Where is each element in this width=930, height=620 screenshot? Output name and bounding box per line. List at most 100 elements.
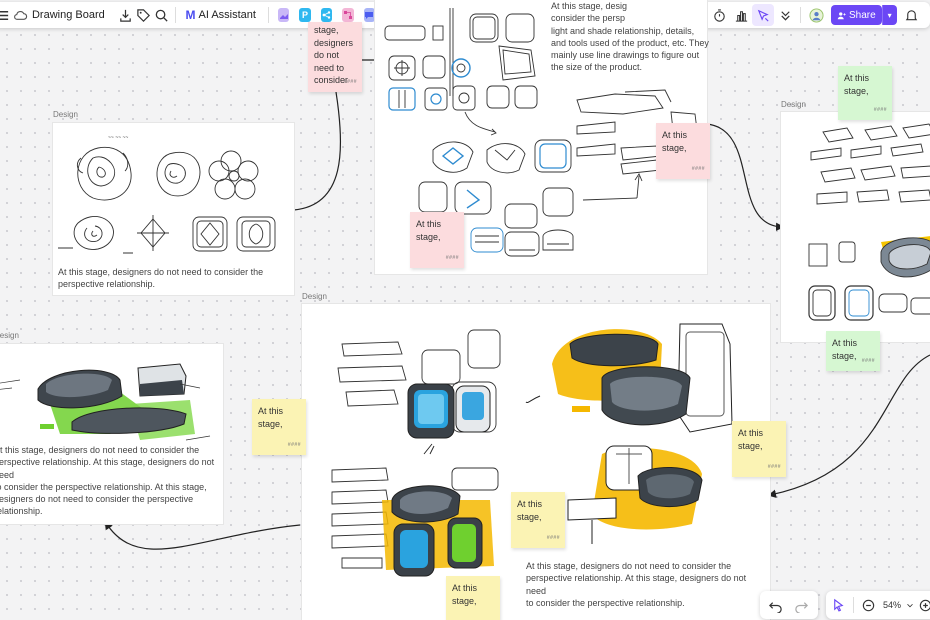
timer-icon[interactable]: [708, 4, 730, 26]
product-render-sketches: [808, 123, 930, 321]
sticky-line: At this: [416, 219, 442, 229]
redo-icon[interactable]: [790, 594, 812, 616]
sticky-footer: ####: [861, 357, 875, 364]
frame-label: Design: [781, 100, 806, 109]
sticky-footer: ####: [546, 534, 560, 541]
mindmap-app-icon[interactable]: [320, 8, 333, 22]
menu-icon[interactable]: [0, 4, 12, 26]
undo-icon[interactable]: [764, 594, 786, 616]
svg-text:~~ ~~ ~~: ~~ ~~ ~~: [108, 135, 128, 141]
frame-description: At this stage, designers do not need to …: [58, 267, 264, 290]
laser-pointer-icon[interactable]: [752, 4, 774, 26]
select-pointer-icon[interactable]: [828, 594, 849, 616]
sticky-line: stage,: [517, 511, 542, 522]
sticky-line: stage,: [258, 418, 283, 429]
sticky-line: At this: [738, 428, 764, 438]
ai-assistant-button[interactable]: M AI Assistant: [186, 8, 256, 22]
sticky-line: stage,: [314, 25, 339, 35]
ai-logo-icon: M: [185, 8, 196, 22]
text-line: and tools used of the product, etc. They: [551, 37, 709, 48]
chevron-down-icon[interactable]: [905, 594, 915, 616]
presentation-app-icon[interactable]: P: [299, 8, 311, 22]
text-line: At this stage, desig: [551, 1, 628, 11]
sticky-line: stage,: [738, 440, 763, 451]
more-chevrons-icon[interactable]: [774, 4, 796, 26]
text-line: light and shade relationship, details,: [551, 25, 695, 36]
toolbar-separator: [174, 7, 176, 23]
frame-label: Design: [0, 331, 19, 340]
text-line: At this stage, designers do not need to …: [0, 445, 200, 455]
text-line: the size of the product.: [551, 62, 643, 73]
sticky-note-green[interactable]: At this stage, ####: [826, 331, 880, 371]
download-icon[interactable]: [117, 4, 135, 26]
sticky-footer: ####: [873, 106, 887, 113]
zoom-out-icon[interactable]: [858, 594, 879, 616]
sticky-line: stage,: [832, 350, 857, 361]
flower-sketches: ~~ ~~ ~~: [58, 135, 276, 254]
sticky-note-pink[interactable]: At this stage, ####: [410, 212, 464, 268]
sticky-line: At this: [832, 338, 858, 348]
chat-app-icon[interactable]: [363, 8, 375, 22]
sticky-line: stage,: [844, 85, 869, 96]
sticky-footer: ####: [767, 463, 781, 470]
sticky-line: stage,: [416, 231, 441, 242]
share-label: Share: [849, 9, 876, 21]
design-frame-flowers[interactable]: ~~ ~~ ~~ At this stage, designers: [53, 123, 294, 295]
document-title[interactable]: Drawing Board: [31, 9, 105, 21]
main-toolbar: Drawing Board M AI Assistant P: [0, 2, 398, 28]
frame-label: Design: [53, 110, 78, 119]
frame-description-top: At this stage, desig consider the persp …: [551, 0, 711, 74]
sticky-note-pink[interactable]: At this stage, ####: [656, 123, 710, 179]
cloud-icon: [12, 4, 30, 26]
text-line: perspective relationship. At this stage,…: [526, 573, 747, 596]
frame-description-render: At this stage, designers do not need to …: [0, 444, 222, 518]
sticky-note-pink-top[interactable]: stage, designers do not need to consider…: [308, 22, 362, 92]
sticky-line: At this: [258, 406, 284, 416]
share-dropdown-icon[interactable]: ▾: [881, 5, 897, 25]
sticky-line: designers: [314, 37, 354, 48]
tag-icon[interactable]: [135, 4, 153, 26]
search-icon[interactable]: [153, 4, 171, 26]
text-line: to consider the perspective relationship…: [526, 597, 685, 608]
history-bar: [760, 591, 818, 619]
sticky-note-yellow[interactable]: At this stage, ####: [511, 492, 565, 548]
sticky-line: stage,: [662, 142, 687, 153]
sticky-note-yellow[interactable]: At this stage, ####: [252, 399, 306, 455]
connector-arrow: [706, 123, 785, 231]
sticky-note-yellow[interactable]: At this stage,: [446, 576, 500, 620]
design-frame-colored-renders[interactable]: At this stage, designers do not need to …: [302, 304, 770, 620]
text-line: designers do not need to consider the pe…: [0, 494, 194, 505]
product-line-sketches: [384, 8, 698, 257]
sticky-footer: ####: [691, 165, 705, 172]
zoom-level[interactable]: 54%: [882, 600, 901, 610]
design-frame-right[interactable]: [781, 112, 930, 342]
sticky-note-green[interactable]: At this stage, ####: [838, 66, 892, 120]
text-line: to consider the perspective relationship…: [0, 481, 207, 492]
sticky-footer: ####: [343, 78, 357, 85]
share-button[interactable]: Share: [831, 5, 882, 25]
sticky-line: do not: [314, 50, 340, 60]
design-frame-render[interactable]: At this stage, designers do not need to …: [0, 344, 223, 524]
text-line: consider the persp: [551, 13, 626, 24]
zoom-in-icon[interactable]: [915, 594, 930, 616]
zoom-bar: 54%: [826, 591, 930, 619]
vote-icon[interactable]: [730, 4, 752, 26]
avatar[interactable]: [805, 4, 827, 26]
image-app-icon[interactable]: [277, 8, 290, 22]
flowchart-app-icon[interactable]: [342, 8, 354, 22]
sticky-line: consider: [314, 75, 349, 85]
text-line: mainly use line drawings to figure out: [551, 50, 700, 61]
connector-arrow: [104, 520, 301, 550]
sticky-footer: ####: [445, 254, 459, 261]
share-user-icon: [837, 11, 846, 19]
sticky-line: stage,: [452, 595, 477, 606]
sticky-line: At this: [844, 73, 870, 83]
ai-assistant-label: AI Assistant: [198, 9, 256, 21]
device-render-sketch: [0, 363, 211, 441]
frame-label: Design: [302, 292, 327, 301]
notification-bell-icon[interactable]: [901, 4, 923, 26]
frame-description-center: At this stage, designers do not need to …: [526, 560, 766, 609]
text-line: relationship.: [0, 506, 43, 517]
toolbar-separator: [853, 597, 854, 613]
sticky-note-yellow[interactable]: At this stage, ####: [732, 421, 786, 477]
